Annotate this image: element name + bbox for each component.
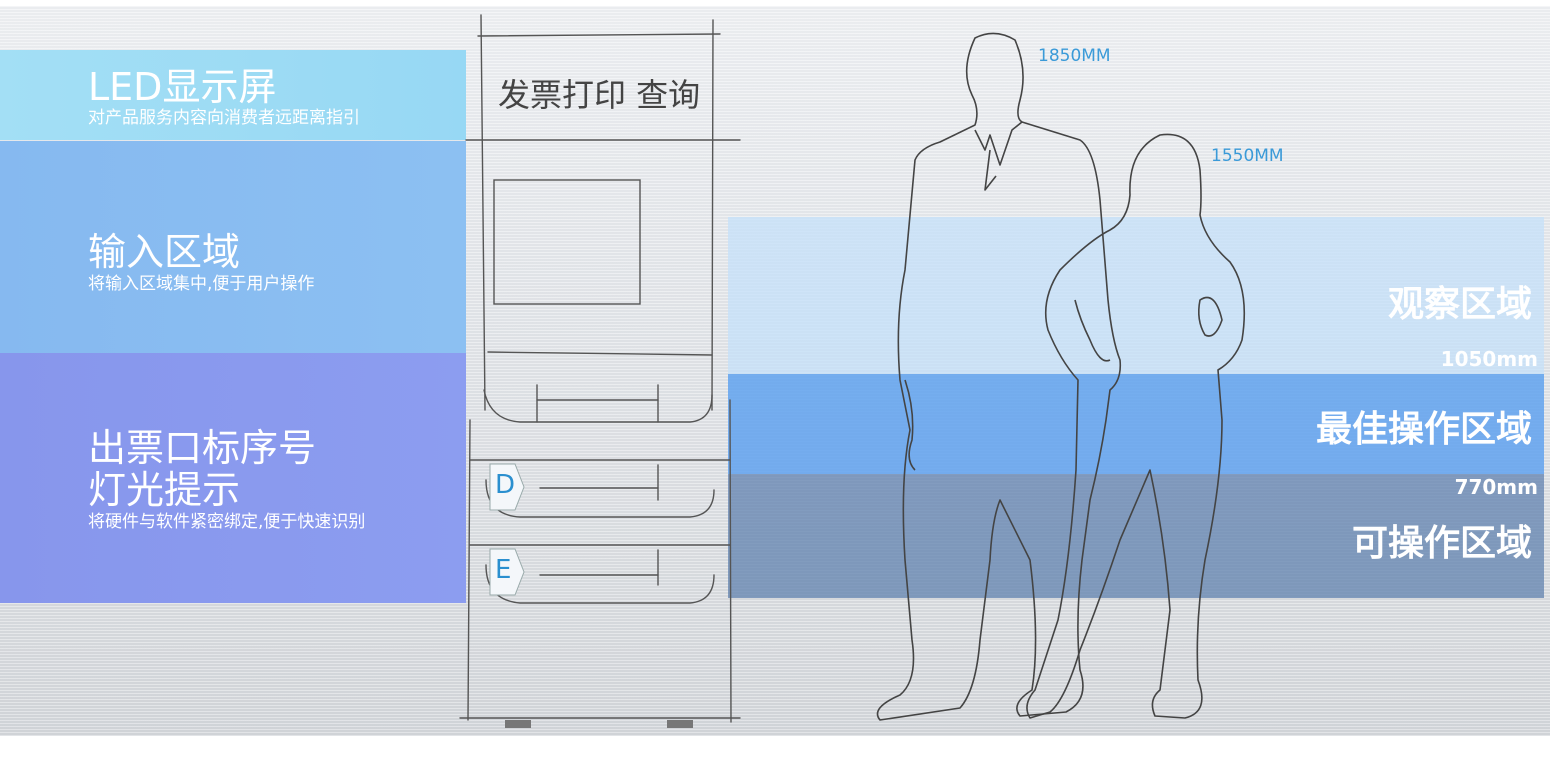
led-display-panel: LED显示屏 对产品服务内容向消费者远距离指引	[0, 50, 466, 140]
ticket-slot-title-line2: 灯光提示	[88, 468, 241, 512]
slot-d-badge	[489, 463, 525, 511]
height-mark-1050: 1050mm	[1440, 347, 1538, 371]
led-display-subtitle: 对产品服务内容向消费者远距离指引	[88, 108, 360, 128]
input-area-subtitle: 将输入区域集中,便于用户操作	[88, 274, 315, 294]
operable-zone: 770mm 可操作区域	[728, 474, 1544, 598]
led-display-title: LED显示屏	[88, 65, 277, 109]
man-height-label: 1850MM	[1038, 46, 1111, 66]
slot-d-letter: D	[495, 470, 515, 500]
best-operation-zone-label: 最佳操作区域	[1315, 409, 1532, 450]
input-area-title: 输入区域	[88, 230, 241, 274]
woman-height-label: 1550MM	[1211, 146, 1284, 166]
ticket-slot-subtitle: 将硬件与软件紧密绑定,便于快速识别	[88, 512, 366, 532]
kiosk-outline	[459, 14, 741, 723]
best-operation-zone: 最佳操作区域	[728, 374, 1544, 474]
observation-zone: 观察区域 1050mm	[728, 217, 1544, 374]
kiosk-foot-left	[505, 720, 531, 728]
observation-zone-label: 观察区域	[1387, 284, 1532, 325]
height-mark-770: 770mm	[1454, 475, 1538, 499]
ticket-slot-panel: 出票口标序号 灯光提示 将硬件与软件紧密绑定,便于快速识别	[0, 353, 466, 603]
man-silhouette	[876, 32, 1122, 721]
kiosk-foot-right	[667, 720, 693, 728]
slot-e-badge	[489, 548, 525, 596]
kiosk-title: 发票打印 查询	[498, 76, 701, 114]
slot-e-letter: E	[495, 555, 511, 585]
operable-zone-label: 可操作区域	[1351, 523, 1532, 564]
ticket-slot-title-line1: 出票口标序号	[88, 426, 317, 470]
input-area-panel: 输入区域 将输入区域集中,便于用户操作	[0, 141, 466, 353]
woman-silhouette	[1026, 133, 1246, 719]
